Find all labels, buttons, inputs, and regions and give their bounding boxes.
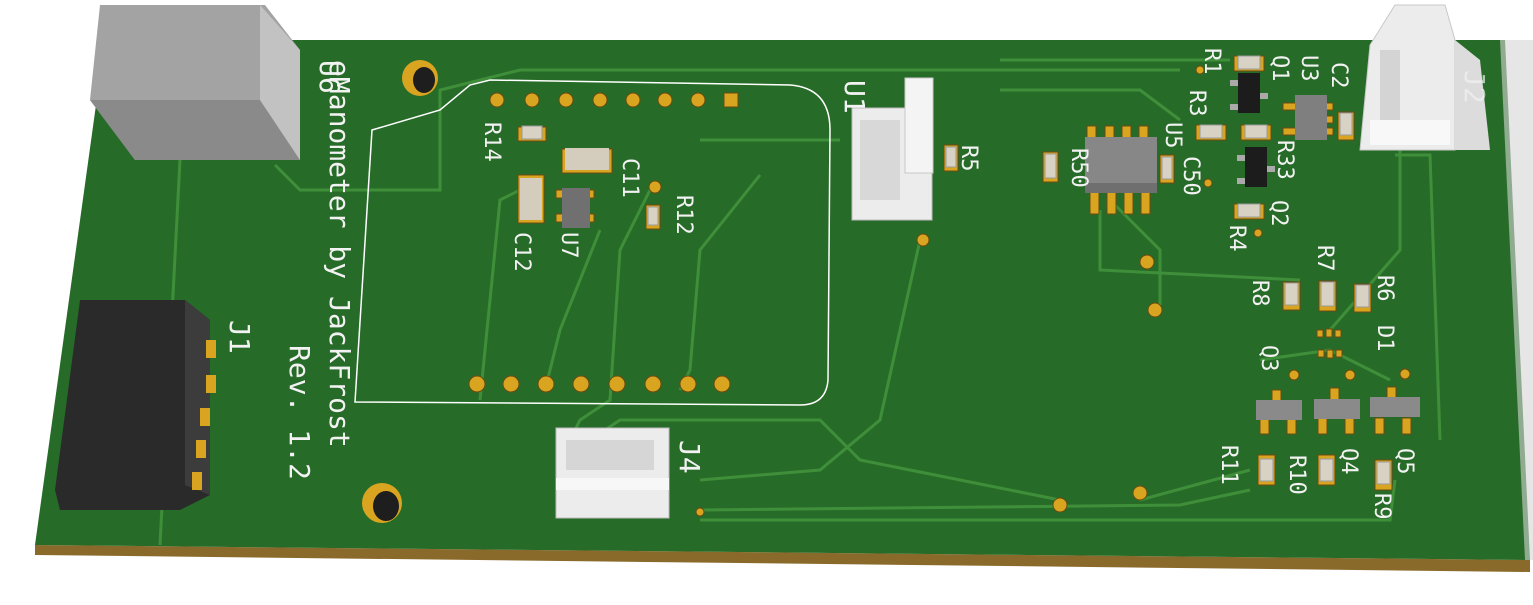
silkscreen: eManometer by JackFrost Rev. 1.2 U6 J1 J… <box>223 48 1491 520</box>
label-r14: R14 <box>479 122 504 162</box>
label-c50: C50 <box>1178 156 1203 196</box>
connector-j2[interactable] <box>1359 4 1490 151</box>
transistor-q4[interactable] <box>1314 387 1360 435</box>
label-u5: U5 <box>1160 122 1185 149</box>
board-edge <box>35 545 1530 572</box>
connector-u1[interactable] <box>851 77 934 221</box>
ic-u5[interactable] <box>1085 125 1157 215</box>
label-q2: Q2 <box>1266 200 1291 227</box>
resistor-r33 <box>1240 124 1272 141</box>
module-outline <box>354 79 831 406</box>
transistor-q1[interactable] <box>1230 73 1268 113</box>
vias <box>648 65 1411 517</box>
label-r11: R11 <box>1216 445 1241 485</box>
resistor-r7 <box>1318 280 1337 312</box>
resistor-r6 <box>1353 283 1372 313</box>
resistor-r50 <box>1042 151 1059 183</box>
capacitor-c2 <box>1337 111 1355 141</box>
passives[interactable] <box>517 55 1393 491</box>
label-q3: Q3 <box>1256 345 1281 372</box>
module-pins <box>468 92 739 393</box>
label-r8: R8 <box>1247 280 1272 307</box>
resistor-r8 <box>1282 281 1301 311</box>
board-revision: Rev. 1.2 <box>283 345 316 480</box>
board-side-shadow <box>1500 40 1533 560</box>
label-r4: R4 <box>1224 225 1249 252</box>
component-u6[interactable] <box>90 5 300 160</box>
transistor-q5[interactable] <box>1370 386 1420 435</box>
label-c12: C12 <box>509 232 534 272</box>
label-r7: R7 <box>1312 245 1337 272</box>
mounting-holes <box>362 60 438 523</box>
label-r9: R9 <box>1369 493 1394 520</box>
capacitor-c12 <box>517 174 545 224</box>
label-d1: D1 <box>1372 325 1397 352</box>
label-j4: J4 <box>673 440 706 474</box>
connector-j1[interactable] <box>55 300 216 510</box>
transistor-q2[interactable] <box>1237 147 1275 187</box>
label-c11: C11 <box>617 158 642 198</box>
label-r10: R10 <box>1284 455 1309 495</box>
label-r1: R1 <box>1199 48 1224 75</box>
label-r33: R33 <box>1272 140 1297 180</box>
resistor-r10 <box>1317 454 1336 486</box>
resistor-r12 <box>645 204 661 230</box>
resistor-r4 <box>1233 203 1265 220</box>
label-u3: U3 <box>1296 55 1321 82</box>
label-u6: U6 <box>313 60 346 94</box>
label-q4: Q4 <box>1336 448 1361 475</box>
label-r50: R50 <box>1066 148 1091 188</box>
resistor-r14 <box>517 125 547 142</box>
label-j1: J1 <box>223 320 256 354</box>
label-q5: Q5 <box>1392 448 1417 475</box>
ic-u7[interactable] <box>555 188 595 228</box>
diode-d1[interactable] <box>1316 328 1343 359</box>
resistor-r11 <box>1257 454 1276 486</box>
label-u1: U1 <box>838 80 871 114</box>
resistor-r5 <box>943 144 959 172</box>
capacitor-c11 <box>561 148 613 174</box>
label-r12: R12 <box>671 195 696 235</box>
ic-u3[interactable] <box>1282 95 1334 140</box>
label-q1: Q1 <box>1267 55 1292 82</box>
label-r6: R6 <box>1372 275 1397 302</box>
traces <box>158 58 1442 546</box>
label-c2: C2 <box>1326 62 1351 89</box>
label-u7: U7 <box>556 232 581 259</box>
resistor-r9 <box>1374 459 1393 491</box>
resistor-r1 <box>1233 55 1265 72</box>
label-r3: R3 <box>1184 90 1209 117</box>
transistor-q3[interactable] <box>1256 389 1302 435</box>
connector-j4[interactable] <box>555 427 670 519</box>
label-r5: R5 <box>956 145 981 172</box>
capacitor-c50 <box>1159 154 1175 184</box>
board-title: eManometer by JackFrost <box>323 60 356 448</box>
resistor-r3 <box>1195 124 1227 141</box>
label-j2: J2 <box>1458 70 1491 104</box>
